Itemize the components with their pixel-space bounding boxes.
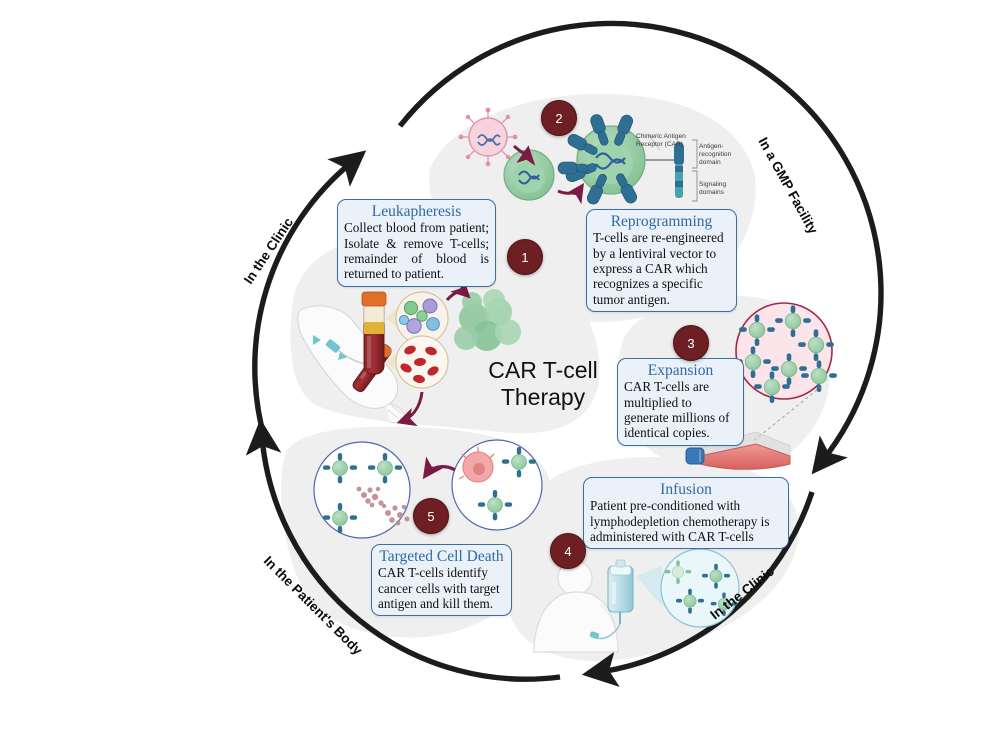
step-body-reprogramming: T-cells are re-engineered by a lentivira… xyxy=(593,230,724,307)
tcell-cluster xyxy=(454,289,521,351)
cancer-cell xyxy=(458,447,495,483)
step-number-1[interactable]: 1 xyxy=(507,239,543,275)
page-title-line2: Therapy xyxy=(500,384,586,411)
art-leukapheresis xyxy=(297,278,521,427)
annotation-chimeric-antigen-receptor: Chimeric Antigen Receptor (CAR) xyxy=(636,133,686,149)
blood-tube-main xyxy=(361,291,387,375)
step-title-targeted-cell-death: Targeted Cell Death xyxy=(379,548,504,565)
page-title-line1: CAR T-cell xyxy=(488,357,598,383)
lentiviral-vector xyxy=(458,107,518,167)
culture-flask xyxy=(685,431,791,471)
arc-in-the-patients-body xyxy=(245,418,561,682)
expansion-cells xyxy=(735,305,837,404)
wbc-sample-circle xyxy=(386,291,449,345)
step-body-leukapheresis: Collect blood from patient; Isolate & re… xyxy=(344,220,489,282)
step-box-expansion[interactable]: Expansion CAR T-cells are multiplied to … xyxy=(617,358,744,446)
art-reprogramming xyxy=(458,107,698,205)
art-targeted-cell-death xyxy=(313,439,543,539)
art-infusion xyxy=(533,548,740,653)
expansion-magnifier xyxy=(735,302,837,404)
step-box-targeted-cell-death[interactable]: Targeted Cell Death CAR T-cells identify… xyxy=(371,544,512,617)
arrow-to-tcells xyxy=(445,278,471,302)
iv-bag xyxy=(589,559,634,640)
tcell-transduced xyxy=(503,149,555,201)
car-tcell-large xyxy=(557,114,646,205)
page-title: CAR T-cell Therapy xyxy=(468,357,618,411)
free-car-receptor xyxy=(557,161,589,175)
car-receptors xyxy=(565,114,638,205)
engagement-circle xyxy=(451,439,543,531)
step-number-3[interactable]: 3 xyxy=(673,325,709,361)
cell-debris xyxy=(356,486,410,526)
apoptosis-circle xyxy=(313,441,411,539)
arc-in-the-clinic-top xyxy=(252,150,367,441)
outer-arc-ring xyxy=(245,20,884,687)
step-title-leukapheresis: Leukapheresis xyxy=(371,203,462,220)
step-number-2[interactable]: 2 xyxy=(541,100,577,136)
iv-needle xyxy=(313,335,367,365)
infusion-magnifier xyxy=(636,548,740,628)
rbc-sample-circle xyxy=(386,335,449,389)
car-structure-diagram xyxy=(645,133,698,202)
step-box-infusion[interactable]: Infusion Patient pre-conditioned with ly… xyxy=(583,477,789,550)
annotation-signaling-domains: Signaling domains xyxy=(699,181,727,197)
step-title-infusion: Infusion xyxy=(660,481,712,498)
step-number-5[interactable]: 5 xyxy=(413,498,449,534)
step-body-expansion: CAR T-cells are multiplied to generate m… xyxy=(624,379,730,441)
annotation-antigen-recognition-domain: Antigen- recognition domain xyxy=(699,143,732,167)
step-body-targeted-cell-death: CAR T-cells identify cancer cells with t… xyxy=(378,565,500,611)
step-title-expansion: Expansion xyxy=(647,362,714,379)
step-body-infusion: Patient pre-conditioned with lymphodeple… xyxy=(590,498,770,544)
step-box-leukapheresis[interactable]: Leukapheresis Collect blood from patient… xyxy=(337,199,496,287)
arrow-return-blood xyxy=(396,391,424,427)
step-number-4[interactable]: 4 xyxy=(550,533,586,569)
step-box-reprogramming[interactable]: Reprogramming T-cells are re-engineered … xyxy=(586,209,737,312)
step-title-reprogramming: Reprogramming xyxy=(610,213,713,230)
arc-in-a-gmp-facility xyxy=(397,20,884,475)
infusion-cells xyxy=(664,560,738,616)
